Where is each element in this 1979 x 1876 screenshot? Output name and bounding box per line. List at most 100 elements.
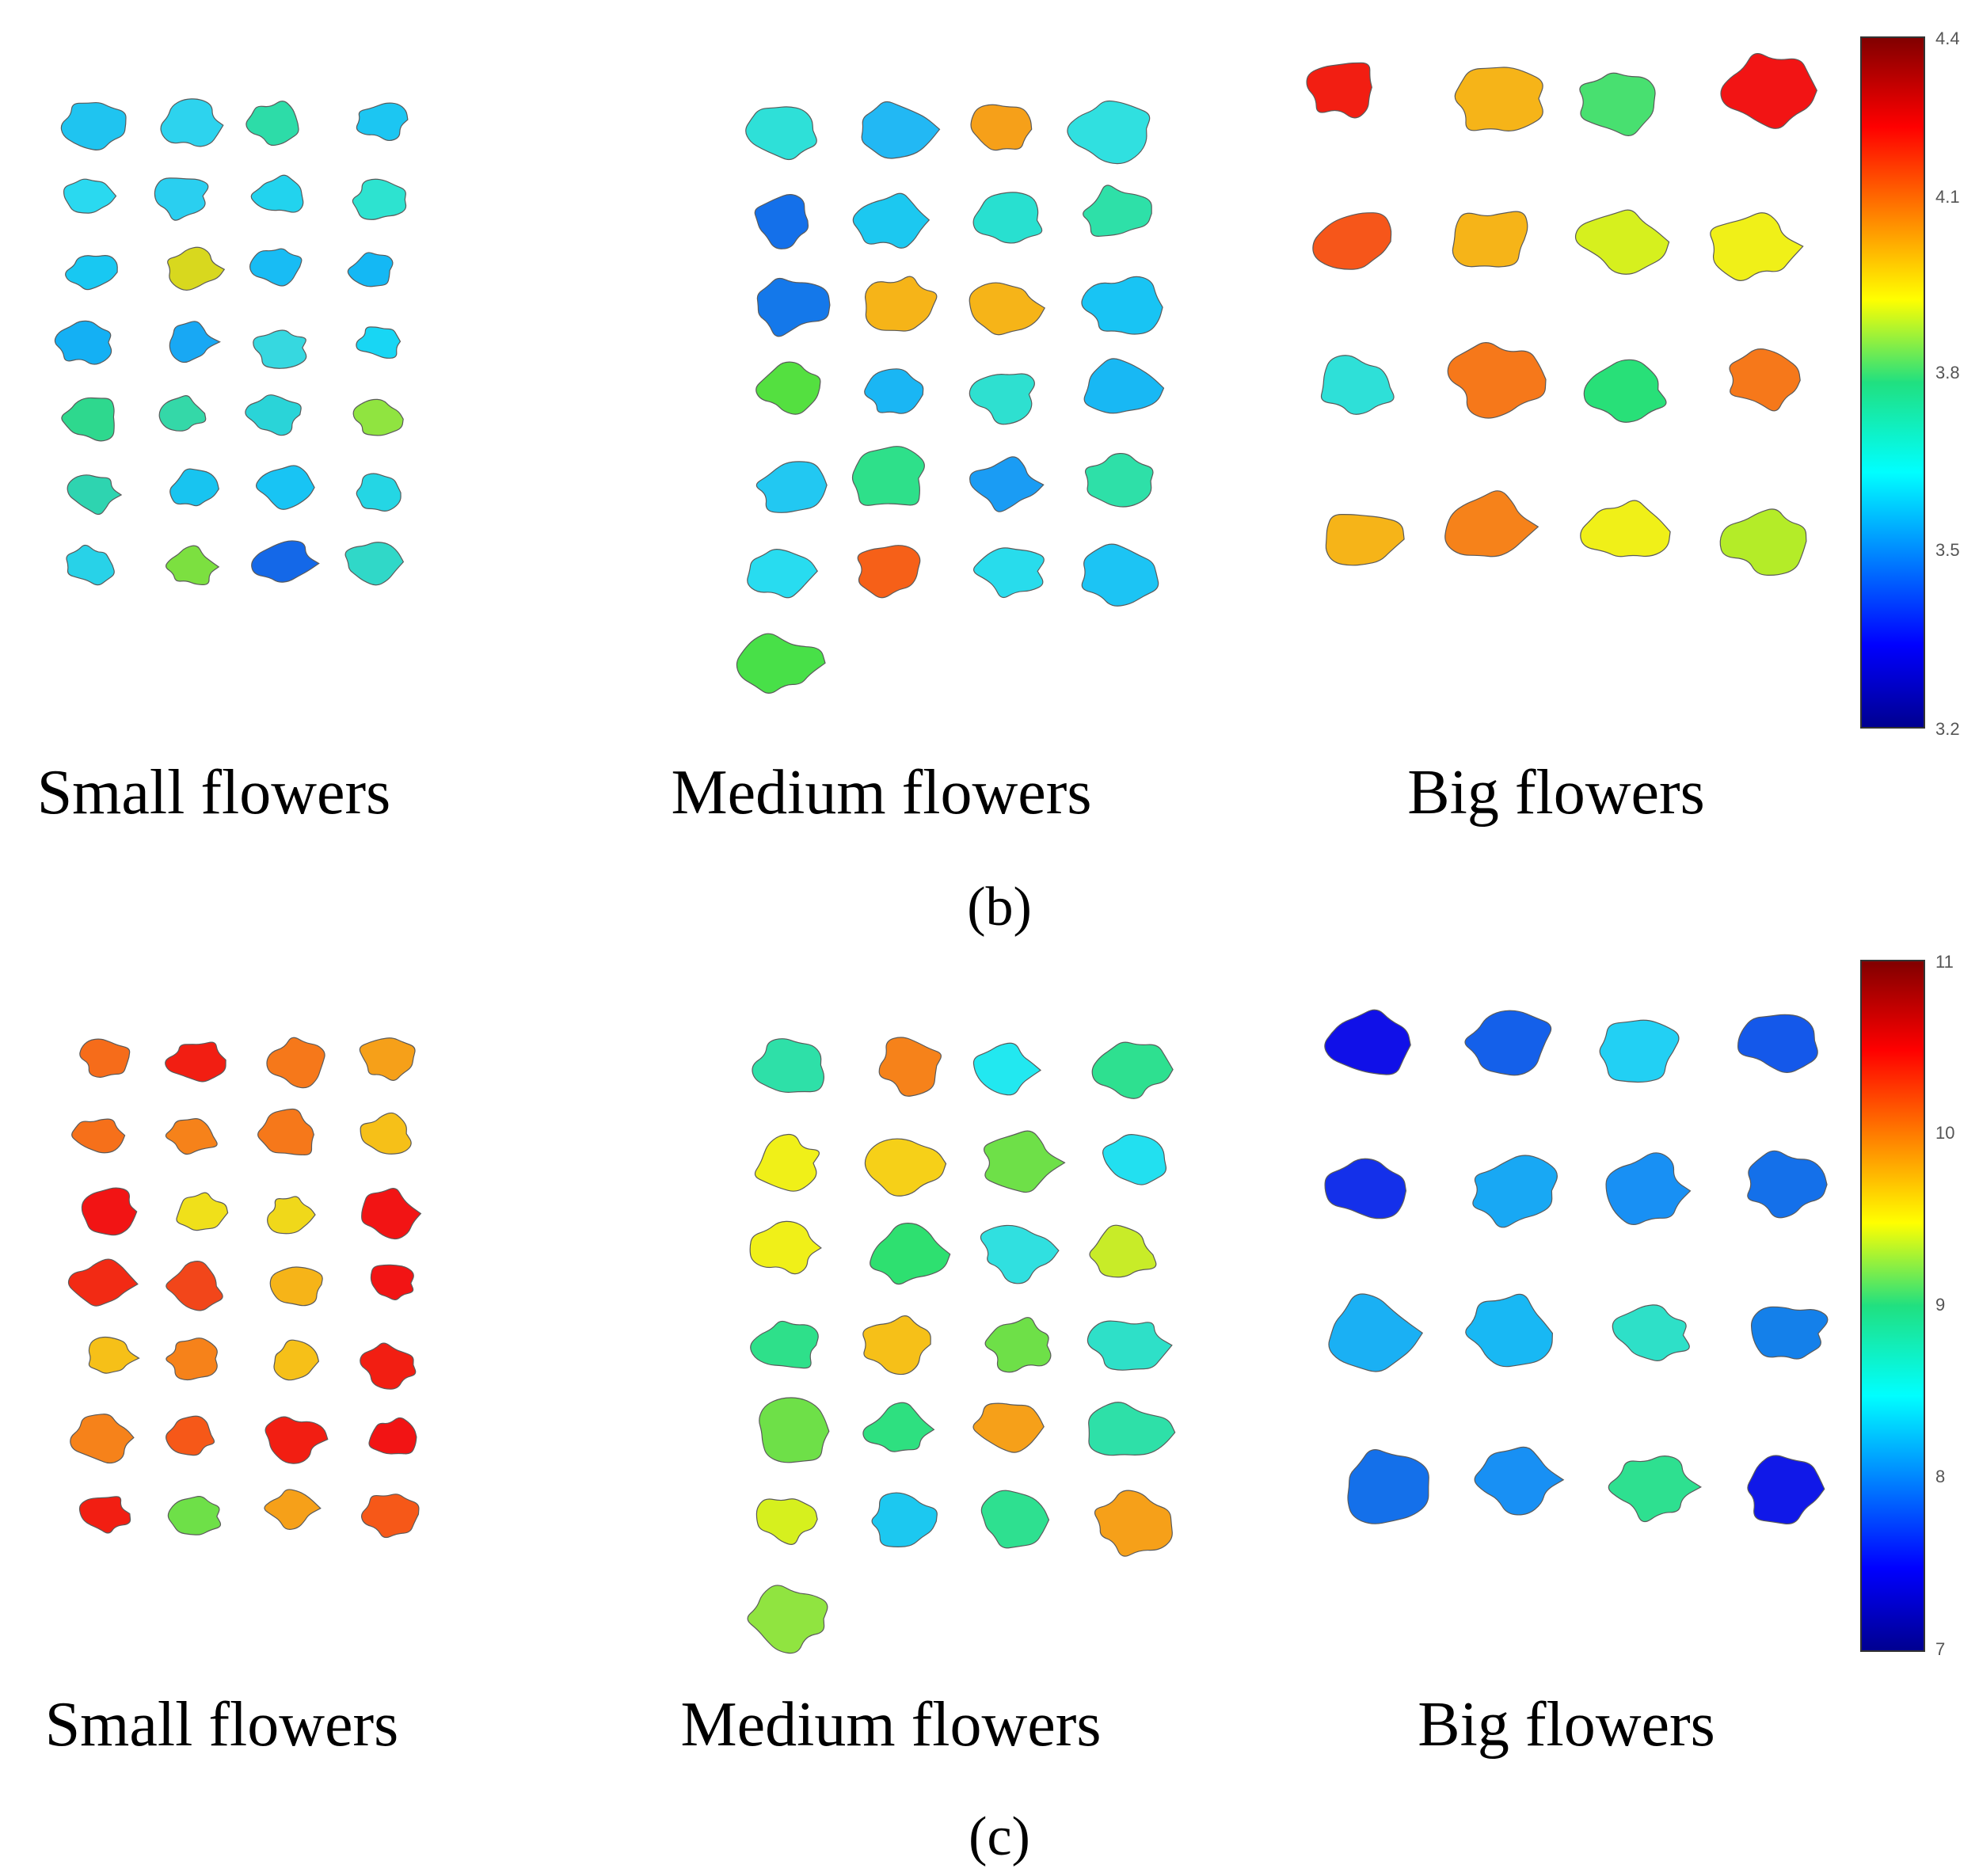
flower-blob <box>360 1342 417 1390</box>
flower-blob <box>1710 212 1804 281</box>
flower-blob <box>167 1496 222 1535</box>
flower-blob <box>245 101 299 147</box>
flower-blob <box>750 1320 819 1369</box>
flower-blob <box>1474 1446 1565 1516</box>
flower-blob <box>1465 1293 1554 1368</box>
flower-blob <box>1737 1014 1818 1073</box>
flower-blob <box>747 549 818 599</box>
flower-blob <box>1599 1019 1680 1083</box>
panel-c-small-flowers-label: Small flowers <box>45 1690 399 1760</box>
flower-blob <box>81 1187 138 1236</box>
flower-blob <box>66 544 115 586</box>
flower-blob <box>1328 1293 1424 1372</box>
flower-blob <box>257 1108 314 1156</box>
flower-blob <box>344 542 405 586</box>
flower-blob <box>1720 53 1817 129</box>
flower-blob <box>749 1220 822 1275</box>
flower-blob <box>361 1188 422 1240</box>
flower-blob <box>165 1041 226 1083</box>
flower-blob <box>1312 212 1392 270</box>
flower-blob <box>871 1492 938 1547</box>
flower-blob <box>857 545 921 599</box>
flower-blob <box>250 174 304 213</box>
flower-blob <box>870 1223 951 1285</box>
panel-b-flowers <box>54 53 1817 694</box>
flower-blob <box>1464 1010 1552 1076</box>
colorbar-tick-label: 4.4 <box>1935 29 1960 48</box>
panel-c-big-flowers-label: Big flowers <box>1418 1690 1715 1760</box>
flower-blob <box>864 368 924 414</box>
flower-blob <box>165 1118 218 1155</box>
flower-blob <box>368 1417 417 1455</box>
panel-c-colorbar-gradient <box>1860 960 1925 1652</box>
panel-b-label: (b) <box>967 877 1032 938</box>
colorbar-tick-label: 3.2 <box>1935 719 1960 739</box>
colorbar-tick-label: 9 <box>1935 1295 1945 1315</box>
flower-blob <box>265 1416 329 1464</box>
flower-blob <box>67 1258 139 1307</box>
flower-blob <box>360 1494 420 1539</box>
colorbar-tick-label: 10 <box>1935 1123 1954 1143</box>
panel-c-medium-flowers-label: Medium flowers <box>680 1690 1101 1760</box>
flower-blob <box>1347 1449 1429 1524</box>
flower-blob <box>1580 500 1671 557</box>
flower-blob <box>166 1338 218 1381</box>
flower-blob <box>754 194 809 249</box>
flower-blob <box>1081 543 1159 607</box>
flower-blob <box>980 1224 1060 1284</box>
flower-blob <box>269 1266 323 1307</box>
flower-blob <box>88 1336 140 1374</box>
flower-blob <box>1324 1009 1411 1075</box>
flower-blob <box>166 545 220 586</box>
flower-blob <box>60 101 127 150</box>
flower-blob <box>1444 490 1539 557</box>
flower-blob <box>851 446 925 506</box>
panel-b-colorbar-gradient <box>1860 36 1925 729</box>
flower-blob <box>356 326 402 359</box>
flower-blob <box>1102 1134 1167 1185</box>
flower-blob <box>1320 355 1395 415</box>
flower-blob <box>1719 508 1807 576</box>
flower-blob <box>852 192 931 249</box>
flower-blob <box>158 395 207 432</box>
flower-blob <box>745 106 817 161</box>
flower-blob <box>1091 1041 1174 1099</box>
flower-blob <box>1325 513 1405 566</box>
flower-blob <box>54 320 112 365</box>
flower-blob <box>1454 67 1543 131</box>
flower-blob <box>166 1415 215 1456</box>
flower-blob <box>61 397 115 442</box>
flower-blob <box>154 177 209 221</box>
flower-blob <box>273 1339 320 1381</box>
flower-blob <box>752 1038 824 1093</box>
flower-blob <box>736 633 826 694</box>
colorbar-tick-label: 11 <box>1935 952 1954 972</box>
flower-blob <box>356 473 402 512</box>
colorbar-tick-label: 3.8 <box>1935 363 1960 382</box>
panel-b-medium-flowers-label: Medium flowers <box>671 758 1091 828</box>
flower-blob <box>359 1037 416 1081</box>
flower-blob <box>167 246 226 291</box>
flower-blob <box>79 1038 131 1078</box>
flower-blob <box>1088 1402 1176 1456</box>
flower-blob <box>1750 1306 1829 1360</box>
flower-blob <box>360 1112 412 1155</box>
colorbar-tick-label: 3.5 <box>1935 540 1960 560</box>
flower-blob <box>1081 276 1163 335</box>
flower-blob <box>969 373 1035 425</box>
colorbar-tick-label: 8 <box>1935 1467 1945 1486</box>
panel-c-label: (c) <box>969 1806 1030 1867</box>
flower-blob <box>1084 452 1154 508</box>
flower-blob <box>1747 1455 1825 1525</box>
flower-blob <box>865 276 938 332</box>
flower-blob <box>266 1037 325 1089</box>
flower-blob <box>70 1414 135 1464</box>
flower-blob <box>1087 1320 1173 1371</box>
flower-blob <box>756 277 831 337</box>
flower-blob <box>264 1489 322 1530</box>
panel-b-big-flowers-label: Big flowers <box>1407 758 1705 828</box>
flower-blob <box>352 398 404 436</box>
flower-blob <box>755 461 828 513</box>
flower-blob <box>245 394 302 436</box>
flower-blob <box>176 1192 229 1231</box>
